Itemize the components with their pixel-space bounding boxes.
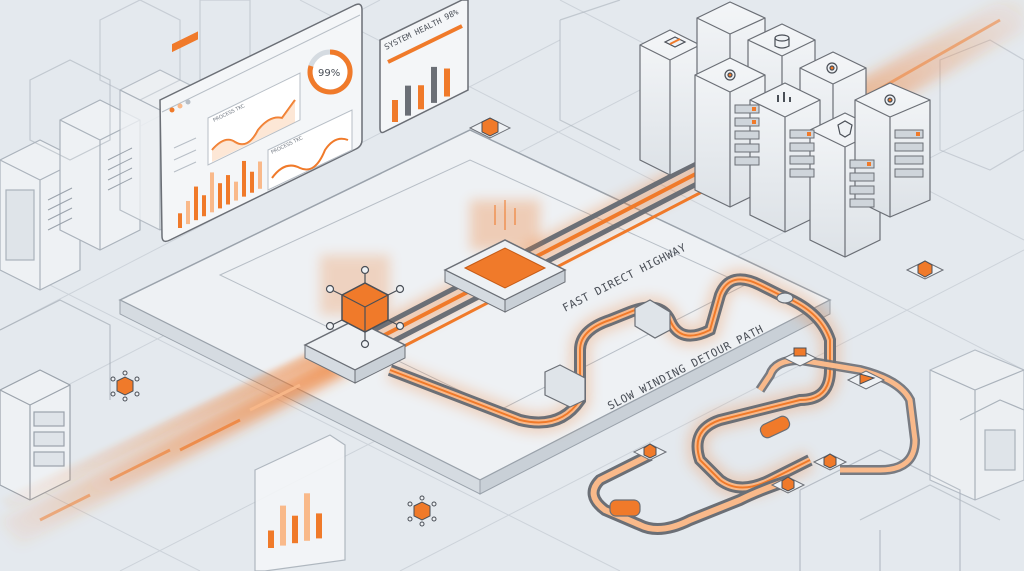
fast-highway-track	[363, 137, 751, 358]
bar-mark	[405, 85, 411, 116]
network-cube-icon	[812, 453, 848, 471]
entry-router-node	[303, 255, 407, 384]
network-cube-icon	[325, 265, 405, 349]
network-cube-icon	[770, 476, 806, 494]
system-health-panel: SYSTEM HEALTH 98%	[379, 0, 469, 134]
bar-mark	[234, 181, 238, 201]
bar-mark	[258, 161, 262, 189]
slow-detour-track	[386, 268, 921, 535]
right-server-slots	[734, 104, 924, 208]
bar-mark	[210, 172, 214, 213]
server-top-icons	[663, 34, 896, 138]
bar-mark	[431, 66, 437, 103]
bar-mark	[242, 160, 246, 197]
detour-gates	[544, 292, 794, 517]
bar-mark	[392, 100, 398, 122]
bar-mark	[194, 186, 198, 221]
bottom-left-server	[0, 299, 111, 501]
right-wireframe-cluster	[559, 0, 1024, 571]
mini-nodes	[110, 117, 945, 527]
highway-relay-node	[443, 200, 567, 313]
bar-mark	[226, 175, 230, 205]
right-server-cluster	[639, 1, 931, 258]
dashboard-bar-chart	[178, 160, 262, 228]
shield-icon	[837, 120, 853, 138]
network-cube-icon	[110, 370, 140, 402]
gear-icon	[884, 94, 896, 106]
left-server-slots	[47, 147, 133, 231]
network-cube-icon	[407, 495, 437, 527]
network-cube-icon	[468, 117, 512, 139]
database-icon	[774, 34, 790, 49]
analytics-dashboard: PROCESS TKC 99% PROCESS TKC	[159, 3, 363, 243]
gear-icon	[826, 62, 838, 74]
gauge-value: 99%	[318, 68, 340, 79]
bar-mark	[280, 505, 286, 546]
bar-mark	[444, 68, 450, 97]
gauge-widget: 99%	[307, 49, 353, 95]
network-cube-icon	[632, 443, 668, 461]
small-chart-panel	[254, 434, 346, 571]
gear-icon	[724, 69, 736, 81]
health-bar-chart	[392, 66, 450, 122]
wrench-icon	[663, 36, 687, 48]
incoming-data-beam	[0, 345, 350, 545]
bar-mark	[316, 513, 322, 539]
bar-mark	[268, 530, 274, 548]
play-icon	[846, 370, 886, 390]
chart-icon	[777, 92, 791, 102]
chart-icon	[782, 347, 818, 367]
bar-mark	[292, 515, 298, 544]
bar-mark	[250, 171, 254, 193]
bar-mark	[304, 493, 310, 541]
small-bar-chart	[268, 493, 322, 548]
bar-mark	[218, 183, 222, 209]
bar-mark	[186, 200, 190, 225]
bar-mark	[202, 195, 206, 217]
bar-mark	[418, 85, 424, 110]
bar-mark	[178, 213, 182, 228]
network-cube-icon	[905, 260, 945, 280]
